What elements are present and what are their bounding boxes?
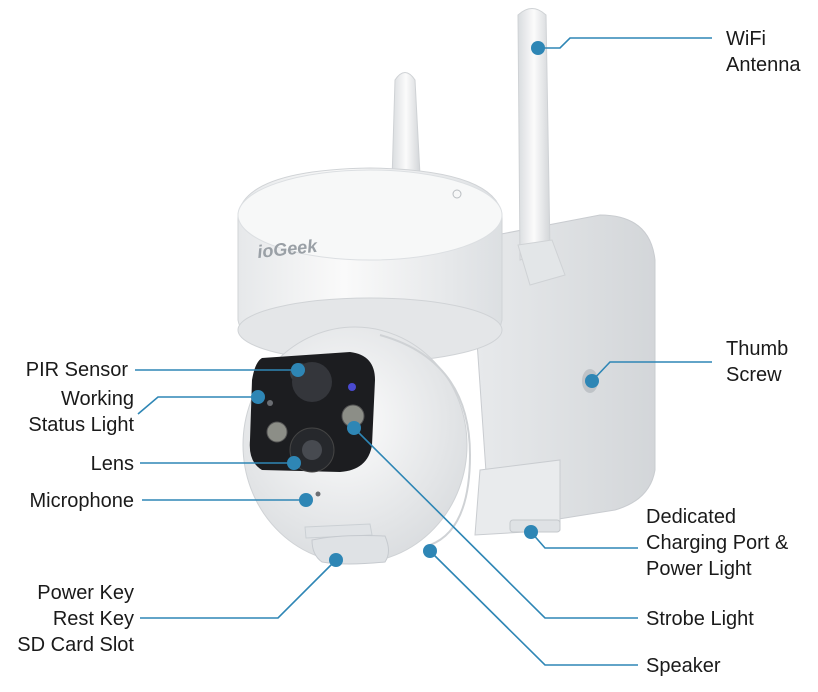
label-keys-slot: Power Key Rest Key SD Card Slot	[17, 580, 134, 658]
label-line: Lens	[90, 453, 134, 475]
label-line: PIR Sensor	[25, 359, 128, 381]
label-line: Microphone	[29, 490, 134, 512]
leader-wifi	[538, 37, 712, 49]
leader-thumb	[591, 361, 712, 382]
label-line: Dedicated	[646, 506, 737, 528]
label-speaker: Speaker	[646, 653, 721, 679]
leader-keys	[140, 559, 337, 619]
label-line: Thumb	[726, 338, 789, 360]
lens-panel	[249, 352, 375, 472]
label-dedicated-charging: Dedicated Charging Port & Power Light	[646, 504, 788, 582]
label-line: Charging Port &	[646, 532, 789, 554]
label-line: SD Card Slot	[17, 634, 134, 656]
label-line: Working	[61, 388, 134, 410]
mount-box	[469, 214, 656, 536]
label-line: Rest Key	[52, 608, 134, 630]
status-light	[348, 383, 356, 391]
leader-strobe	[353, 427, 638, 619]
leader-dots	[251, 41, 599, 567]
microphone-hole	[315, 491, 321, 497]
leader-speaker	[429, 550, 638, 666]
label-line: Status Light	[28, 414, 134, 436]
antennas	[391, 8, 566, 286]
label-line: WiFi	[726, 28, 766, 50]
label-strobe-light: Strobe Light	[646, 606, 754, 632]
label-lens: Lens	[91, 451, 134, 477]
label-line: Antenna	[726, 54, 801, 76]
label-pir-sensor: PIR Sensor	[26, 357, 128, 383]
camera-ball	[242, 326, 472, 565]
leader-lines	[135, 37, 712, 666]
label-line: Screw	[726, 364, 782, 386]
leader-status	[137, 396, 258, 415]
camera-lens	[302, 440, 322, 460]
label-line: Power Key	[37, 582, 134, 604]
leader-charging	[530, 531, 638, 549]
label-working-status-light: Working Status Light	[28, 386, 134, 438]
label-line: Strobe Light	[646, 608, 754, 630]
label-line: Power Light	[646, 558, 752, 580]
key-slot-cover	[311, 535, 389, 565]
label-microphone: Microphone	[29, 488, 134, 514]
label-wifi-antenna: WiFi Antenna	[726, 26, 801, 78]
strobe-light-right	[266, 421, 288, 443]
label-thumb-screw: Thumb Screw	[726, 336, 788, 388]
label-line: Speaker	[646, 655, 721, 677]
